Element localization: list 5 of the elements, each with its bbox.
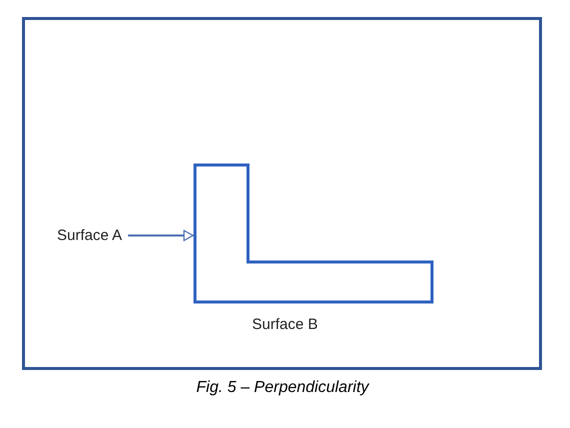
figure-caption: Fig. 5 – Perpendicularity <box>196 379 369 396</box>
part-label: Surface A <box>57 227 122 244</box>
part-label: Surface B <box>252 316 318 333</box>
arrow <box>128 230 194 242</box>
l-shaped-part-outline <box>193 163 435 305</box>
